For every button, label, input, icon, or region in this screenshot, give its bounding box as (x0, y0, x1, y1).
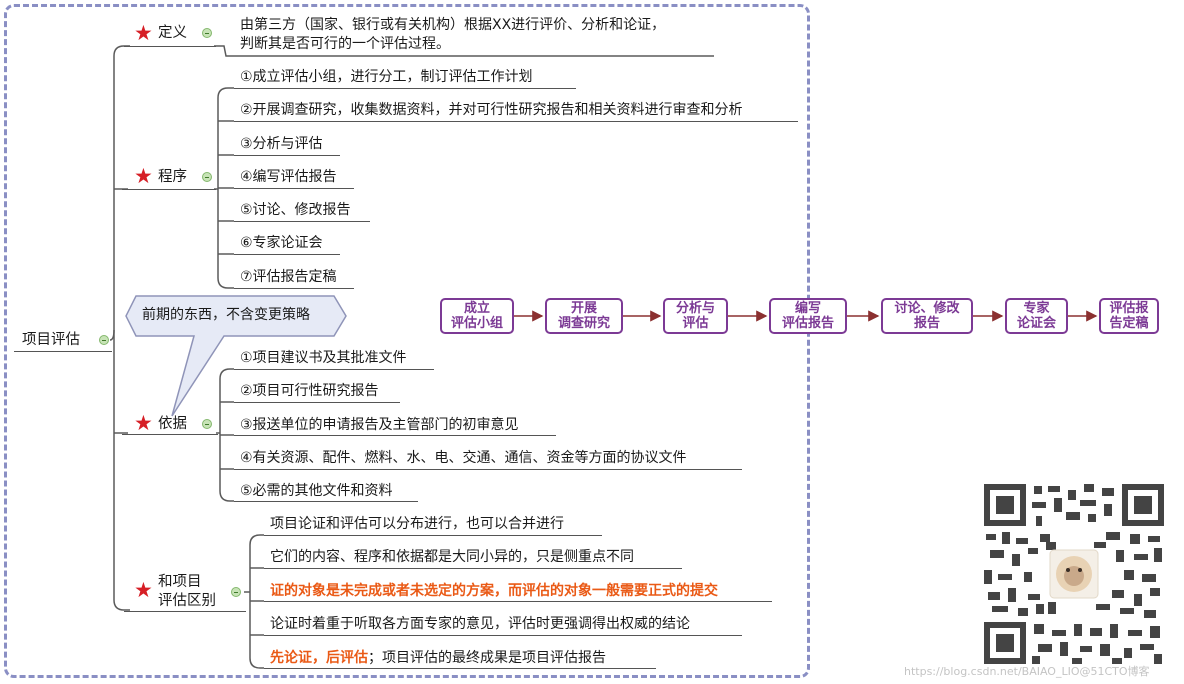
difference-item: 项目论证和评估可以分布进行，也可以合并进行 (270, 516, 564, 532)
star-icon: ★ (134, 21, 153, 45)
procedure-step-underline (234, 88, 576, 89)
difference-item-underline (264, 635, 742, 636)
flow-box-line: 分析与 (675, 301, 715, 316)
procedure-step-underline (234, 254, 340, 255)
difference-last-highlight: 先论证，后评估 (270, 650, 368, 666)
flow-box-form-team: 成立评估小组 (440, 298, 514, 334)
flow-box-line: 评估报 (1109, 301, 1149, 316)
definition-text-line2: 判断其是否可行的一个评估过程。 (240, 36, 450, 52)
procedure-step-underline (234, 155, 340, 156)
difference-item: 论证时着重于听取各方面专家的意见，评估时更强调得出权威的结论 (270, 616, 690, 632)
procedure-step: ①成立评估小组，进行分工，制订评估工作计划 (240, 69, 533, 85)
procedure-underline (122, 189, 216, 190)
flow-box-line: 评估 (682, 316, 709, 331)
definition-underline (124, 46, 216, 47)
flow-box-line: 讨论、修改 (894, 301, 960, 316)
root-underline (14, 351, 112, 352)
difference-item-last: 先论证，后评估；项目评估的最终成果是项目评估报告 (270, 649, 606, 667)
procedure-step-underline (234, 221, 370, 222)
flow-box-write-report: 编写评估报告 (769, 298, 847, 334)
procedure-step: ⑥专家论证会 (240, 235, 323, 251)
basis-item-underline (234, 501, 418, 502)
root-label: 项目评估 (22, 332, 80, 348)
collapse-icon[interactable] (99, 335, 109, 345)
procedure-step: ④编写评估报告 (240, 169, 337, 185)
flow-box-research: 开展调查研究 (545, 298, 623, 334)
basis-label: 依据 (158, 416, 187, 432)
difference-label-line1: 和项目 (158, 574, 202, 590)
procedure-step-underline (234, 288, 354, 289)
basis-item: ③报送单位的申请报告及主管部门的初审意见 (240, 417, 519, 433)
basis-item: ⑤必需的其他文件和资料 (240, 483, 393, 499)
flow-box-line: 开展 (570, 301, 597, 316)
flow-box-line: 专家 (1023, 301, 1050, 316)
collapse-icon[interactable] (202, 419, 212, 429)
definition-label: 定义 (158, 25, 187, 41)
basis-item-underline (234, 369, 434, 370)
difference-item-underline (264, 568, 682, 569)
basis-item: ④有关资源、配件、燃料、水、电、交通、通信、资金等方面的协议文件 (240, 450, 687, 466)
flow-box-line: 论证会 (1016, 316, 1056, 331)
difference-item-highlight: 证的对象是未完成或者未选定的方案，而评估的对象一般需要正式的提交 (270, 583, 718, 599)
difference-item: 它们的内容、程序和依据都是大同小异的，只是侧重点不同 (270, 549, 634, 565)
flow-box-line: 编写 (794, 301, 821, 316)
flow-box-line: 报告 (913, 316, 940, 331)
callout-bubble (125, 295, 347, 417)
procedure-step-underline (234, 121, 798, 122)
qr-code-image (984, 484, 1164, 664)
flow-box-revise: 讨论、修改报告 (881, 298, 973, 334)
flow-box-expert-review: 专家论证会 (1005, 298, 1068, 334)
difference-item-underline (264, 668, 656, 669)
basis-item-underline (234, 469, 742, 470)
collapse-icon[interactable] (202, 28, 212, 38)
flow-box-line: 成立 (463, 301, 490, 316)
star-icon: ★ (134, 578, 153, 602)
difference-item-underline (264, 535, 602, 536)
collapse-icon[interactable] (202, 172, 212, 182)
flow-box-line: 调查研究 (557, 316, 610, 331)
flow-box-finalize: 评估报告定稿 (1099, 298, 1159, 334)
callout-text: 前期的东西，不含变更策略 (142, 307, 310, 323)
difference-item-underline (264, 601, 772, 602)
flow-box-line: 评估报告 (781, 316, 834, 331)
difference-last-rest: ；项目评估的最终成果是项目评估报告 (368, 650, 606, 666)
basis-item-underline (234, 435, 556, 436)
procedure-step: ②开展调查研究，收集数据资料，并对可行性研究报告和相关资料进行审查和分析 (240, 102, 743, 118)
flow-box-analyze: 分析与评估 (663, 298, 728, 334)
definition-text-line1: 由第三方（国家、银行或有关机构）根据XX进行评价、分析和论证， (240, 17, 666, 33)
flow-box-line: 告定稿 (1109, 316, 1149, 331)
procedure-step: ③分析与评估 (240, 136, 323, 152)
watermark-text: https://blog.csdn.net/BAIAO_LIO@51CTO博客 (904, 665, 1150, 678)
basis-item: ②项目可行性研究报告 (240, 383, 379, 399)
basis-item: ①项目建议书及其批准文件 (240, 350, 407, 366)
procedure-label: 程序 (158, 169, 187, 185)
collapse-icon[interactable] (231, 587, 241, 597)
basis-item-underline (234, 402, 400, 403)
procedure-step: ⑦评估报告定稿 (240, 269, 337, 285)
basis-underline (122, 434, 218, 435)
flow-box-line: 评估小组 (450, 316, 503, 331)
difference-label-line2: 评估区别 (158, 593, 216, 609)
difference-underline (124, 611, 246, 612)
star-icon: ★ (134, 411, 153, 435)
star-icon: ★ (134, 164, 153, 188)
procedure-step-underline (234, 188, 354, 189)
map-frame (4, 4, 810, 678)
procedure-step: ⑤讨论、修改报告 (240, 202, 351, 218)
